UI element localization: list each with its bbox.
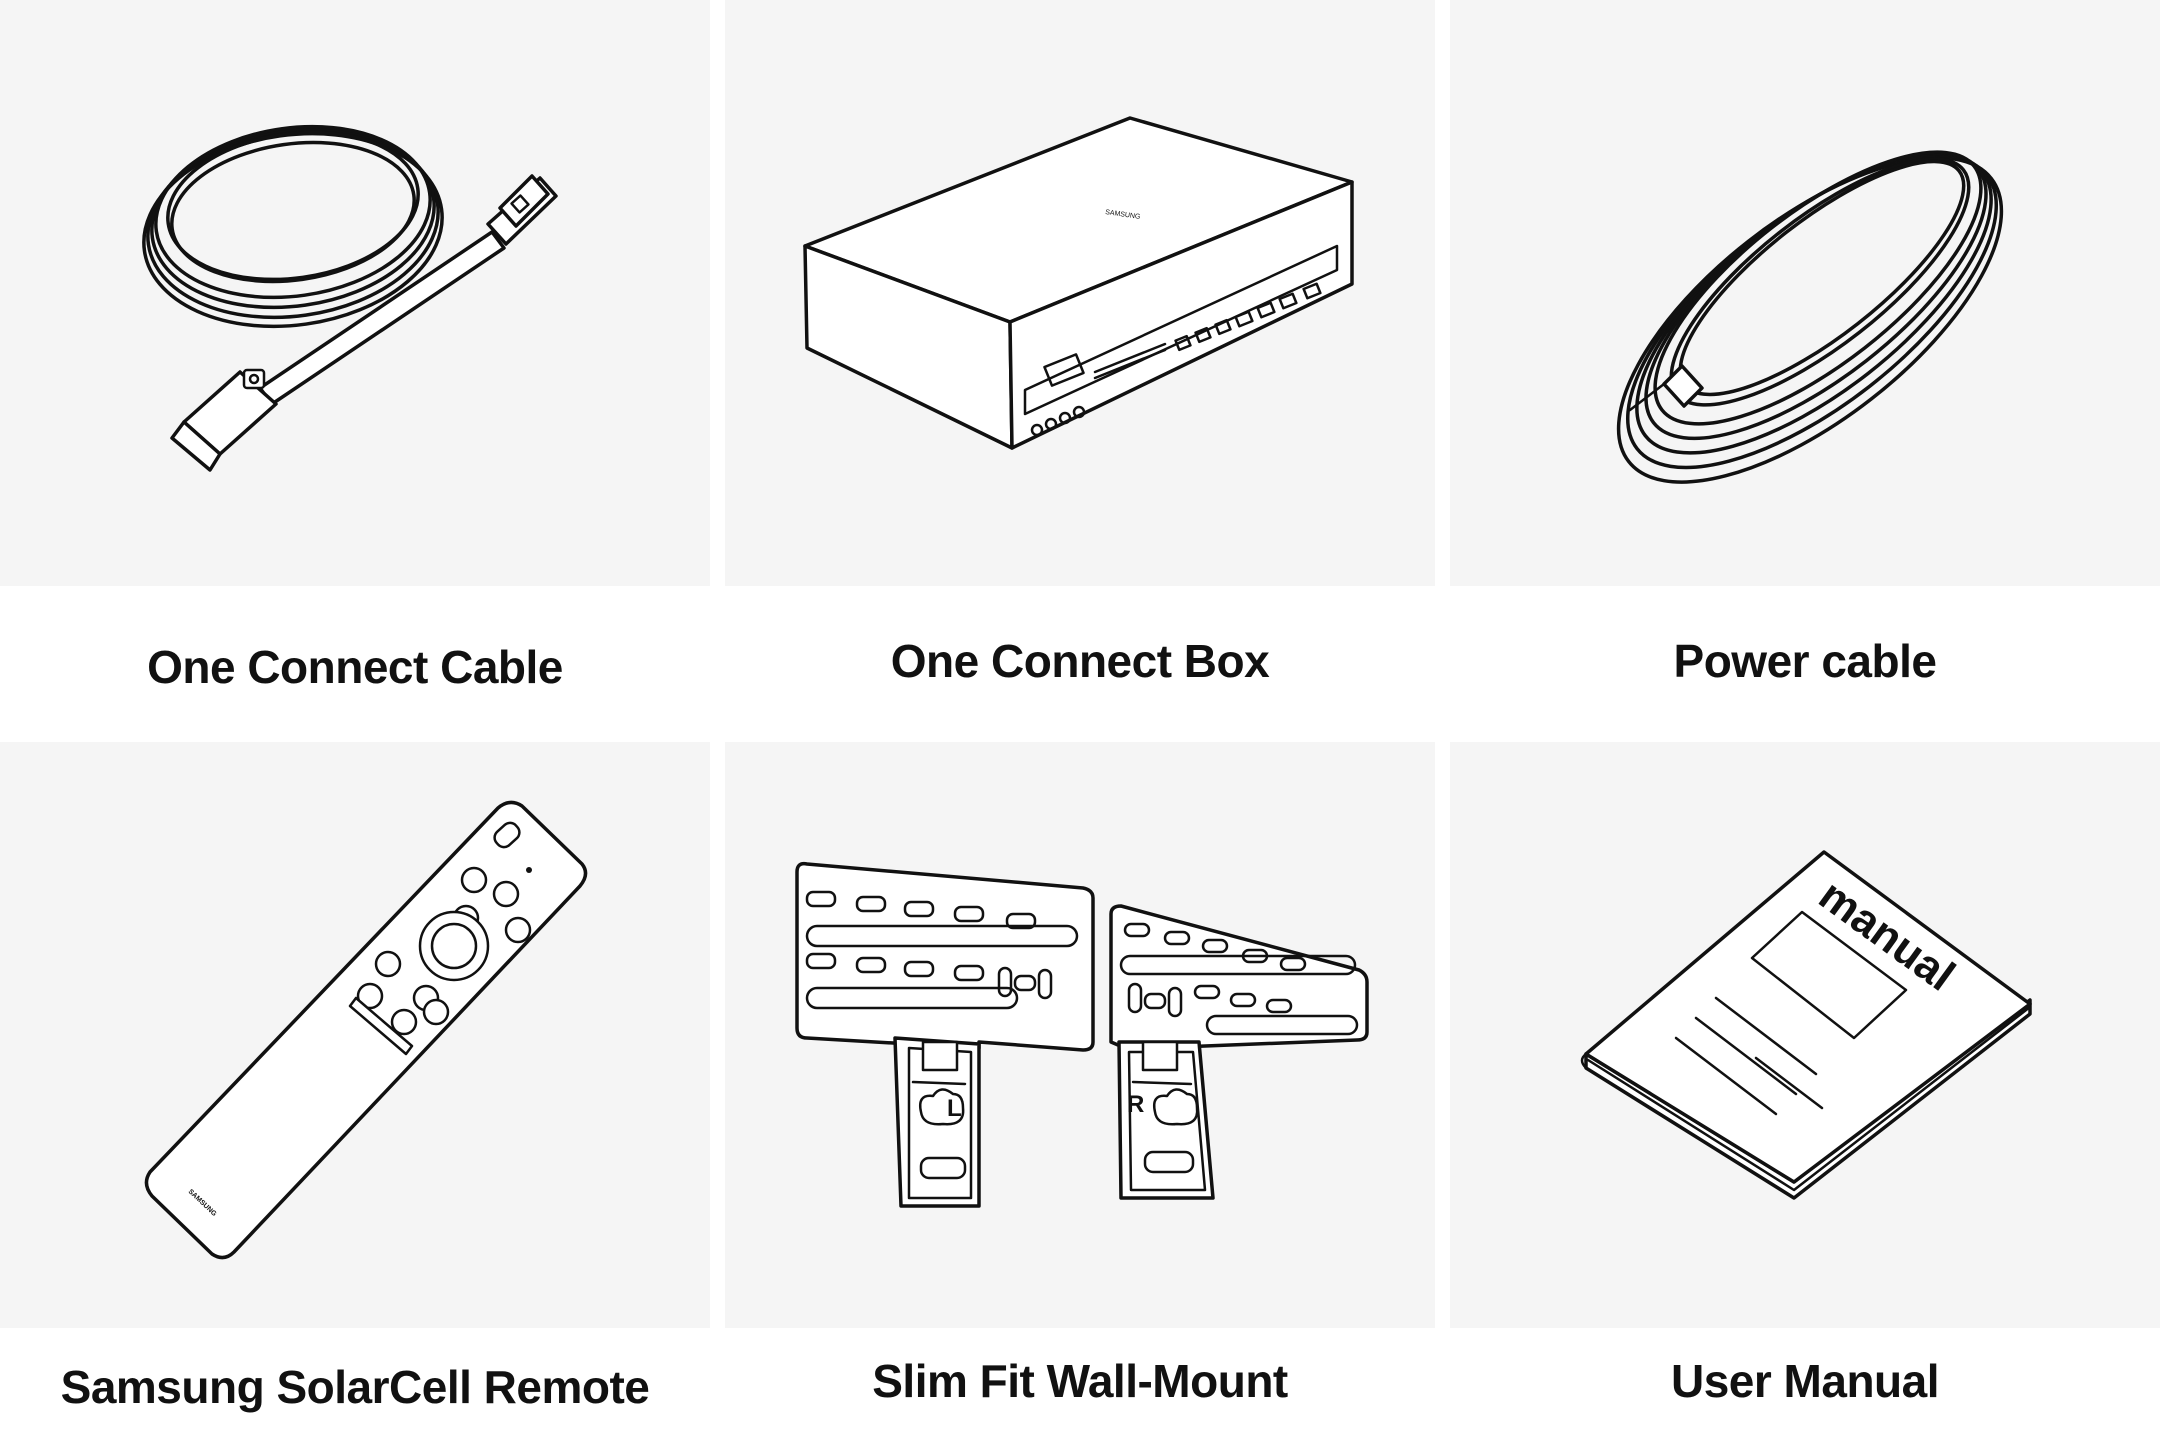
caption-user-manual: User Manual — [1670, 1355, 1940, 1407]
caption-one-connect-cable: One Connect Cable — [147, 641, 563, 693]
panel-solarcell-remote: SAMSUNG — [0, 742, 710, 1328]
panel-power-cable — [1450, 0, 2160, 586]
panel-one-connect-box: SAMSUNG — [725, 0, 1435, 586]
caption-one-connect-box: One Connect Box — [890, 635, 1270, 687]
caption-wall-mount: Slim Fit Wall-Mount — [872, 1355, 1288, 1407]
wall-mount-icon: L R — [795, 861, 1369, 1208]
panel-user-manual: manual — [1450, 742, 2160, 1328]
box-brand-text: SAMSUNG — [1105, 209, 1141, 221]
remote-control-icon: SAMSUNG — [144, 800, 588, 1260]
mount-right-label: R — [1127, 1091, 1144, 1118]
caption-solarcell-remote: Samsung SolarCell Remote — [60, 1361, 650, 1413]
connect-box-icon: SAMSUNG — [803, 116, 1354, 450]
cable-coil-icon — [142, 124, 558, 472]
panel-one-connect-cable — [0, 0, 710, 586]
panel-wall-mount: L R — [725, 742, 1435, 1328]
mount-left-label: L — [947, 1095, 962, 1122]
manual-book-icon: manual — [1580, 850, 2032, 1200]
power-cable-icon — [1616, 150, 2004, 484]
caption-power-cable: Power cable — [1673, 635, 1937, 687]
